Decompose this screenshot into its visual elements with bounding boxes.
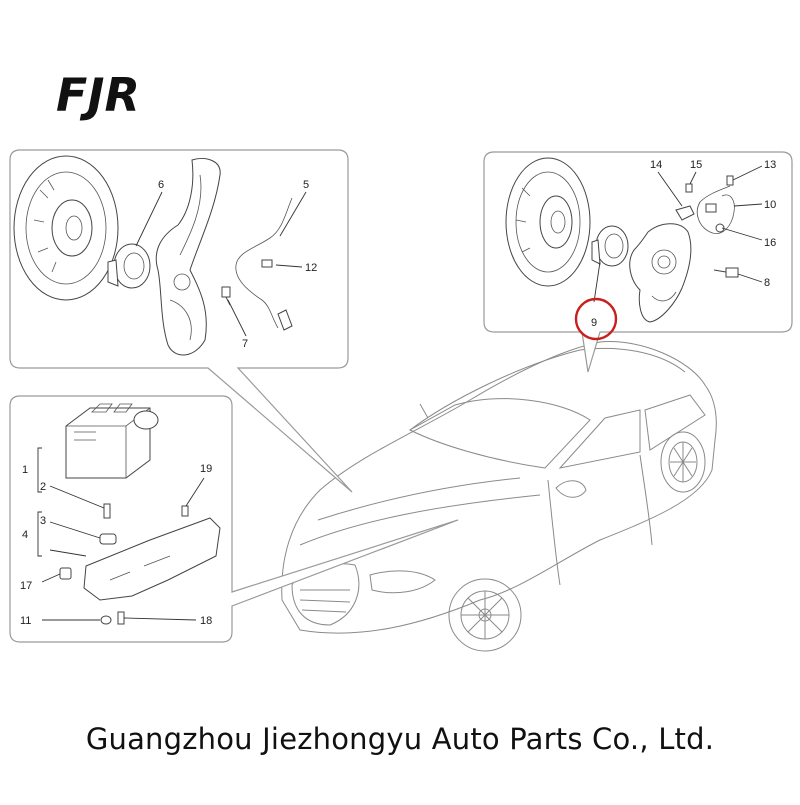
callout-8: 8 <box>764 277 770 289</box>
callout-9: 9 <box>591 317 597 329</box>
rear-wheel <box>660 431 706 493</box>
callout-14: 14 <box>650 159 662 171</box>
abs-mounting-bracket <box>83 517 221 601</box>
callout-5: 5 <box>303 179 309 191</box>
car-outline <box>281 341 717 652</box>
rear-knuckle <box>629 223 692 323</box>
abs-bolt-18 <box>117 611 125 625</box>
callout-13: 13 <box>764 159 776 171</box>
front-sensor-head <box>277 309 293 331</box>
front-cable-clip <box>261 259 273 268</box>
rear-bolt-15 <box>685 183 693 193</box>
callout-18: 18 <box>200 615 212 627</box>
callout-7: 7 <box>242 338 248 350</box>
abs-bolt-19 <box>181 505 189 517</box>
callout-3: 3 <box>40 515 46 527</box>
company-name: Guangzhou Jiezhongyu Auto Parts Co., Ltd… <box>85 722 715 756</box>
callout-1: 1 <box>22 464 28 476</box>
front-wheel <box>448 578 522 652</box>
rear-sensor-bracket <box>675 205 695 221</box>
callout-17: 17 <box>20 580 32 592</box>
rear-brake-disc <box>505 157 591 287</box>
rear-sensor-head <box>715 223 725 233</box>
front-wheel-hub <box>107 243 151 289</box>
callout-6: 6 <box>158 179 164 191</box>
abs-nut <box>59 567 72 580</box>
front-hub-panel: 6 5 12 7 <box>9 149 353 493</box>
front-brake-disc <box>13 155 119 301</box>
callout-4: 4 <box>22 529 28 541</box>
company-logo: FJR <box>56 68 140 122</box>
callout-11: 11 <box>20 615 31 627</box>
front-steering-knuckle <box>155 158 221 356</box>
highlight-circle-9 <box>574 297 618 341</box>
abs-mount-pin <box>103 503 111 519</box>
abs-grommet <box>99 533 117 545</box>
rear-bolt-8 <box>713 267 739 278</box>
abs-washer <box>100 615 112 625</box>
callout-2: 2 <box>40 481 46 493</box>
callout-10: 10 <box>764 199 776 211</box>
abs-unit-panel: 1 2 3 4 19 17 11 18 <box>9 395 459 643</box>
rear-abs-sensor-cable <box>696 185 735 234</box>
abs-modulator <box>65 403 159 479</box>
callout-16: 16 <box>764 237 776 249</box>
rear-sensor-connector <box>705 203 717 213</box>
callout-19: 19 <box>200 463 212 475</box>
rear-hub-panel: 14 15 13 10 16 8 9 <box>483 151 793 373</box>
callout-15: 15 <box>690 159 702 171</box>
rear-wheel-hub <box>591 225 629 267</box>
callout-12: 12 <box>305 262 317 274</box>
rear-bolt-13 <box>726 175 734 186</box>
front-abs-sensor-cable <box>235 197 293 329</box>
